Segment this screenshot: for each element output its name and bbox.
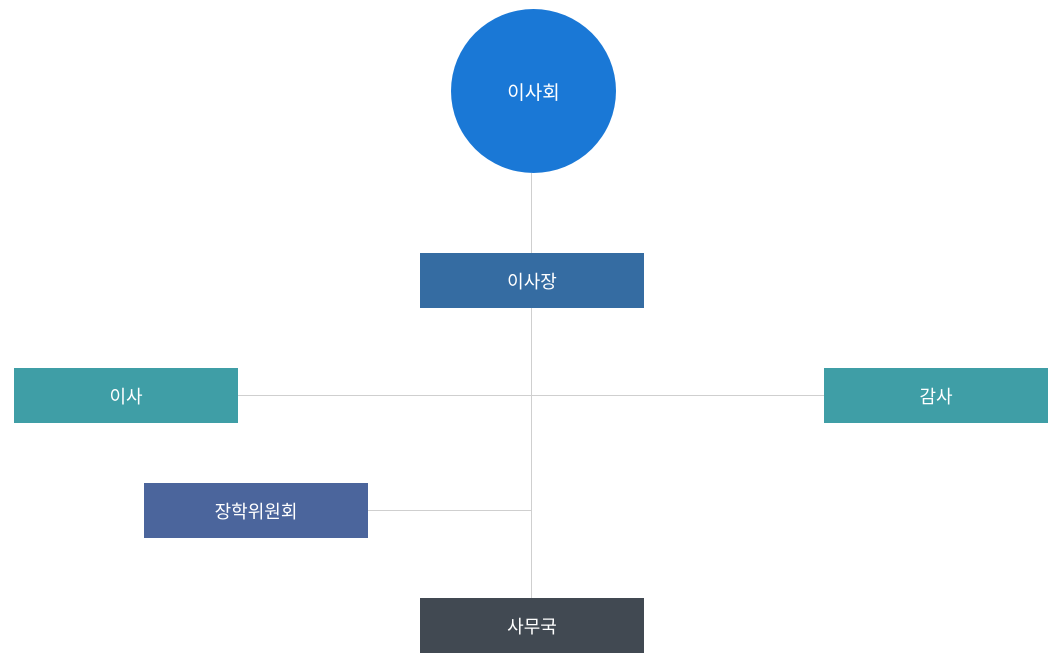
node-directors-label: 이사 xyxy=(109,386,143,408)
connector-horizontal-directors-auditor xyxy=(238,395,824,396)
node-secretariat: 사무국 xyxy=(420,598,644,653)
node-directors: 이사 xyxy=(14,368,238,423)
node-chairman-label: 이사장 xyxy=(507,271,557,293)
connector-vertical-top xyxy=(531,173,532,253)
node-auditor: 감사 xyxy=(824,368,1048,423)
node-auditor-label: 감사 xyxy=(919,386,953,408)
node-board: 이사회 xyxy=(451,9,616,173)
connector-horizontal-committee xyxy=(368,510,531,511)
node-board-label: 이사회 xyxy=(507,81,560,104)
node-chairman: 이사장 xyxy=(420,253,644,308)
node-secretariat-label: 사무국 xyxy=(507,616,557,638)
node-scholarship-committee-label: 장학위원회 xyxy=(214,501,298,523)
node-scholarship-committee: 장학위원회 xyxy=(144,483,368,538)
connector-vertical-main xyxy=(531,308,532,598)
